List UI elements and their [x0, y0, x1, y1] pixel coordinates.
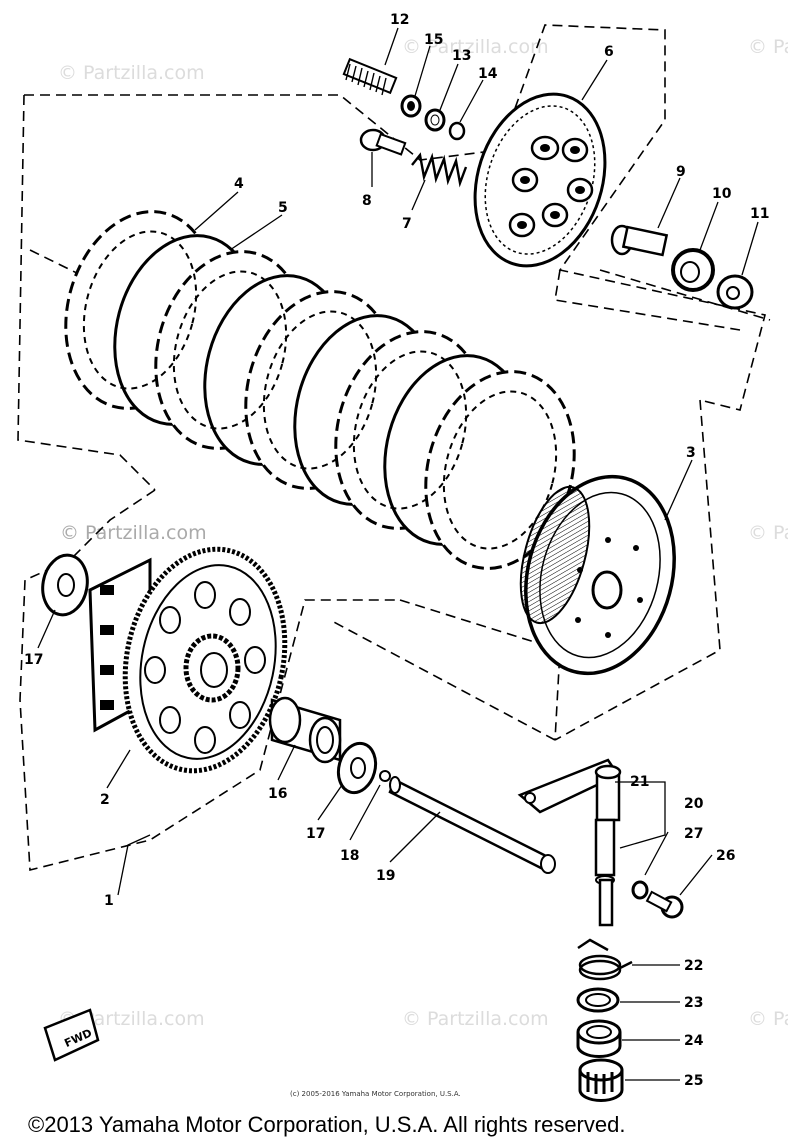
- callout-15: 15: [424, 32, 443, 48]
- callout-4: 4: [234, 176, 244, 192]
- small-copyright: (c) 2005-2016 Yamaha Motor Corporation, …: [290, 1090, 461, 1098]
- washer-small-part: [631, 880, 649, 900]
- spacer-bushing-part: [268, 696, 342, 764]
- lock-washer-part: [424, 108, 446, 132]
- watermark: © Partzilla.com: [58, 62, 205, 84]
- screw-part: [645, 890, 684, 919]
- callout-numbers: 12 15 13 14 6 8 7 9 10 11 4 5 3 17 2 16 …: [24, 12, 769, 1089]
- callout-18: 18: [340, 848, 359, 864]
- callout-11: 11: [750, 206, 769, 222]
- callout-23: 23: [684, 995, 703, 1011]
- callout-19: 19: [376, 868, 395, 884]
- main-copyright: ©2013 Yamaha Motor Corporation, U.S.A. A…: [28, 1112, 626, 1137]
- callout-27: 27: [684, 826, 703, 842]
- bearing-part: [671, 248, 715, 292]
- callout-20: 20: [684, 796, 704, 812]
- steel-ball-part: [379, 770, 391, 782]
- pressure-plate-part: [473, 92, 607, 268]
- stud-bolt-part: [342, 57, 398, 96]
- washer-part: [448, 121, 466, 141]
- thrust-washer-part: [336, 741, 378, 795]
- callout-3: 3: [686, 445, 696, 461]
- callout-12: 12: [390, 12, 409, 28]
- callout-17: 17: [24, 652, 43, 668]
- callout-5: 5: [278, 200, 288, 216]
- callout-7: 7: [402, 216, 412, 232]
- watermark: © Partzilla.com: [60, 522, 207, 544]
- bolt-part: [359, 128, 407, 156]
- callout-17-lower: 17: [306, 826, 325, 842]
- needle-bearing-part: [576, 1019, 622, 1058]
- callout-22: 22: [684, 958, 703, 974]
- plain-washer-part: [716, 274, 754, 310]
- clutch-spring-part: [411, 152, 468, 188]
- thrust-washer-part: [41, 553, 89, 617]
- callout-21: 21: [630, 774, 649, 790]
- callout-2: 2: [100, 792, 110, 808]
- callout-1: 1: [104, 893, 114, 909]
- callout-16: 16: [268, 786, 287, 802]
- callout-10: 10: [712, 186, 732, 202]
- watermark: © Partzilla.com: [748, 1008, 788, 1030]
- forward-arrow-icon: FWD: [43, 1008, 100, 1062]
- torsion-spring-part: [577, 938, 633, 981]
- bearing-cage-part: [578, 1058, 624, 1102]
- nut-part: [400, 94, 422, 118]
- friction-and-steel-plates: [64, 210, 576, 570]
- oil-seal-part: [576, 987, 620, 1013]
- leader-lines: [37, 27, 759, 1081]
- callout-8: 8: [362, 193, 372, 209]
- callout-25: 25: [684, 1073, 703, 1089]
- watermark: © Partzilla.com: [402, 1008, 549, 1030]
- clutch-boss-part: [519, 474, 676, 676]
- primary-driven-gear-part: [88, 546, 288, 774]
- push-rod-long-part: [388, 776, 556, 874]
- callout-14: 14: [478, 66, 498, 82]
- callout-6: 6: [604, 44, 614, 60]
- watermark: © Partzilla.com: [402, 36, 549, 58]
- callout-26: 26: [716, 848, 735, 864]
- watermark: © Partzilla.com: [748, 522, 788, 544]
- watermark: © Partzilla.com: [748, 36, 788, 58]
- callout-24: 24: [684, 1033, 704, 1049]
- push-rod-part: [610, 224, 669, 257]
- push-lever-part: [517, 758, 622, 927]
- callout-9: 9: [676, 164, 686, 180]
- callout-13: 13: [452, 48, 471, 64]
